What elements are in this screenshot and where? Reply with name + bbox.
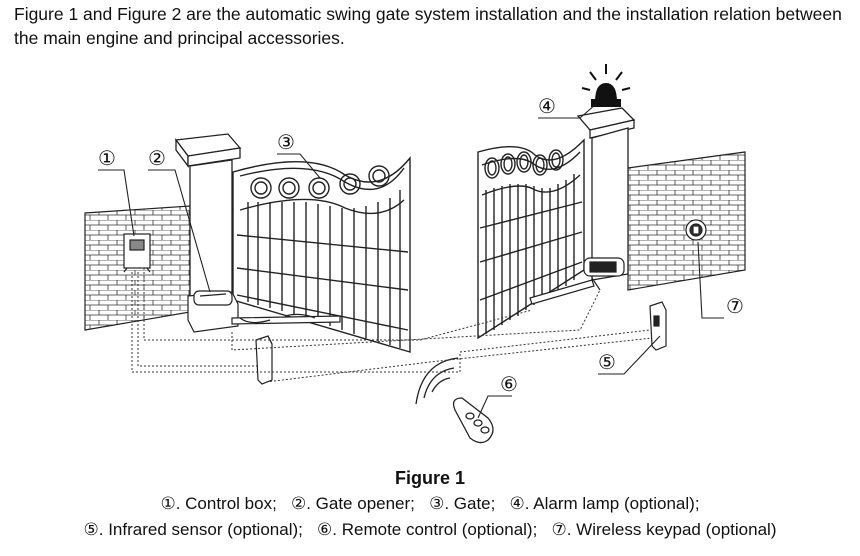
legend-item-remote-control: ⑥. Remote control (optional); (317, 520, 538, 539)
right-pillar (576, 107, 636, 281)
left-gate-leaf (232, 156, 411, 353)
legend-item-gate-opener: ②. Gate opener; (290, 494, 415, 513)
left-gate-opener (187, 290, 341, 333)
callout-7: ⑦ (726, 294, 744, 318)
callout-6: ⑥ (500, 372, 518, 396)
intro-text: Figure 1 and Figure 2 are the automatic … (14, 4, 842, 48)
callout-5: ⑤ (598, 350, 616, 374)
legend-item-control-box: ①. Control box; (160, 494, 277, 513)
infrared-sensor-front (255, 335, 273, 385)
callout-4: ④ (538, 94, 556, 118)
figure-title: Figure 1 (394, 468, 465, 488)
right-brick-wall (627, 151, 746, 291)
legend-item-wireless-keypad: ⑦. Wireless keypad (optional) (551, 520, 777, 539)
right-gate-leaf (477, 138, 585, 340)
wireless-keypad (685, 219, 707, 241)
alarm-lamp (581, 64, 631, 107)
legend-line-1: ①. Control box; ②. Gate opener; ③. Gate;… (0, 494, 860, 514)
legend-item-infrared-sensor: ⑤. Infrared sensor (optional); (83, 520, 303, 539)
infrared-sensor-right (649, 301, 667, 351)
remote-control (415, 357, 494, 444)
wiring-lines (131, 272, 653, 383)
legend-item-alarm-lamp: ④. Alarm lamp (optional); (509, 494, 700, 513)
callout-leaders (98, 103, 724, 419)
legend-line-2: ⑤. Infrared sensor (optional); ⑥. Remote… (0, 520, 860, 540)
control-box (123, 233, 151, 273)
legend-item-gate: ③. Gate; (429, 494, 496, 513)
right-gate-opener (529, 257, 625, 305)
left-pillar (174, 133, 242, 301)
callout-2: ② (148, 146, 166, 170)
callout-3: ③ (277, 130, 295, 154)
callout-labels: ① ② ③ ④ ⑤ ⑥ ⑦ (98, 94, 744, 396)
callout-1: ① (98, 146, 116, 170)
